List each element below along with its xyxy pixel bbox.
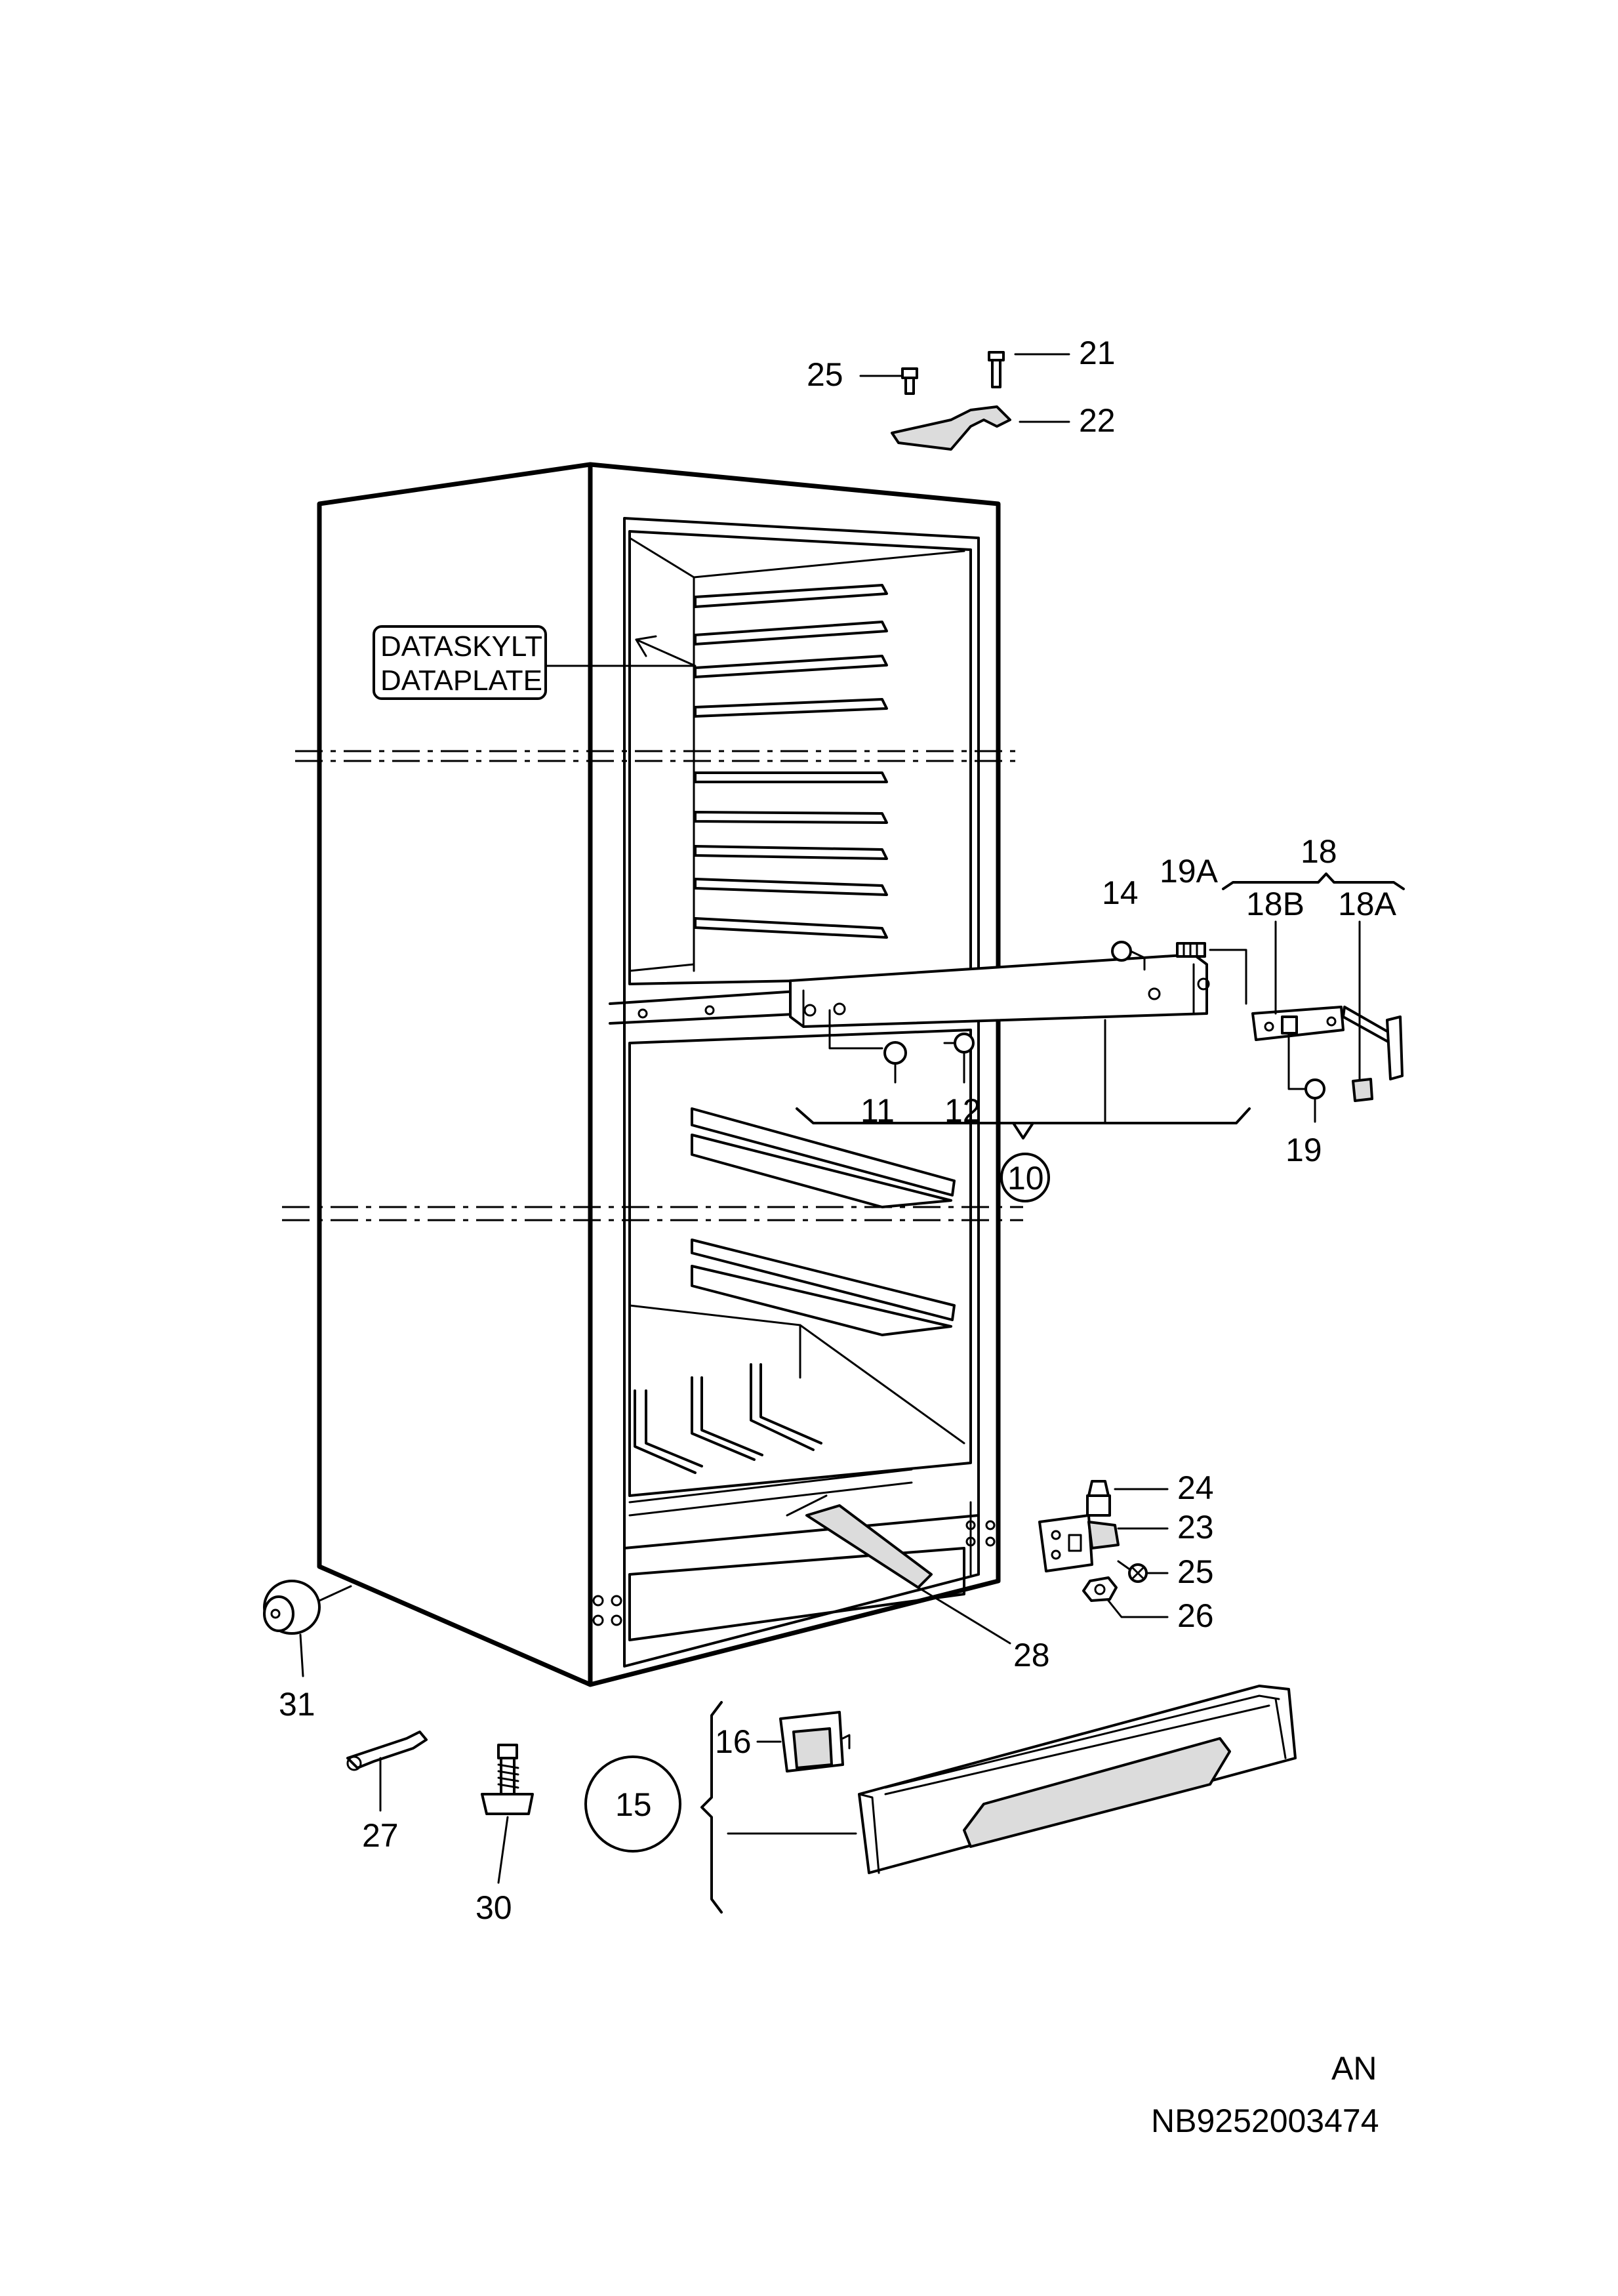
part-19a-screw [1176,942,1247,1005]
dataplate-label-line1: DATASKYLT [380,630,542,663]
label-24: 24 [1177,1469,1214,1506]
part-11-screw [828,1009,907,1065]
group-brace-15 [700,1701,723,1914]
variant-code: AN [1331,2050,1377,2087]
label-10: 10 [1007,1160,1044,1197]
label-25-mid: 25 [1177,1553,1214,1590]
part-14-screw [1111,941,1146,971]
upper-shelf-supports [694,584,888,939]
label-23: 23 [1177,1509,1214,1546]
label-28: 28 [1013,1637,1050,1673]
part-21-screw [988,351,1070,388]
label-16: 16 [715,1723,752,1760]
group-brace-18 [1222,872,1405,890]
label-19: 19 [1285,1132,1322,1168]
label-14: 14 [1102,874,1139,911]
dataplate-label-line2: DATAPLATE [380,665,542,697]
part-25-top-screw [859,367,918,395]
label-22: 22 [1079,402,1116,439]
part-31-foot-cap [263,1580,352,1677]
part-18a-hinge-pin-arm [1342,1006,1404,1102]
leader-28 [917,1586,1011,1645]
drawing-number: NB9252003474 [1151,2102,1379,2139]
part-12-screw [943,1033,975,1054]
label-18b: 18B [1246,886,1305,922]
part-28-drain-channel [786,1494,933,1589]
label-21: 21 [1079,335,1116,371]
label-18: 18 [1301,833,1337,870]
part-15-kickplate [858,1685,1297,1874]
part-19-screw [1287,1032,1325,1123]
part-24-hinge-pin [1086,1480,1169,1517]
label-25-top: 25 [807,356,843,393]
group-bracket-10 [796,1107,1251,1124]
label-18a: 18A [1338,886,1397,922]
part-30-adjustable-foot [481,1744,534,1884]
label-31: 31 [279,1686,315,1723]
callout-circle-15 [584,1755,681,1853]
label-19a: 19A [1160,853,1219,890]
part-26-nut [1082,1576,1169,1618]
part-18b-hinge-plate [1251,1006,1345,1041]
part-23-lower-hinge [1038,1514,1169,1572]
label-15: 15 [615,1786,652,1823]
dataplate-callout: DATASKYLT DATAPLATE [373,625,697,700]
refrigerator-cabinet [317,462,1001,1687]
lower-shelf-supports [691,1107,956,1336]
part-27-wrench [346,1731,428,1812]
label-30: 30 [475,1889,512,1926]
part-22-bracket [891,405,1070,451]
label-27: 27 [362,1817,399,1854]
leader-11-12 [894,1051,965,1084]
part-16-clip [756,1711,851,1773]
part-25-lower-screw [1117,1560,1169,1583]
callout-circle-10 [1000,1153,1050,1202]
label-26: 26 [1177,1597,1214,1634]
bottle-rack [628,1363,913,1517]
